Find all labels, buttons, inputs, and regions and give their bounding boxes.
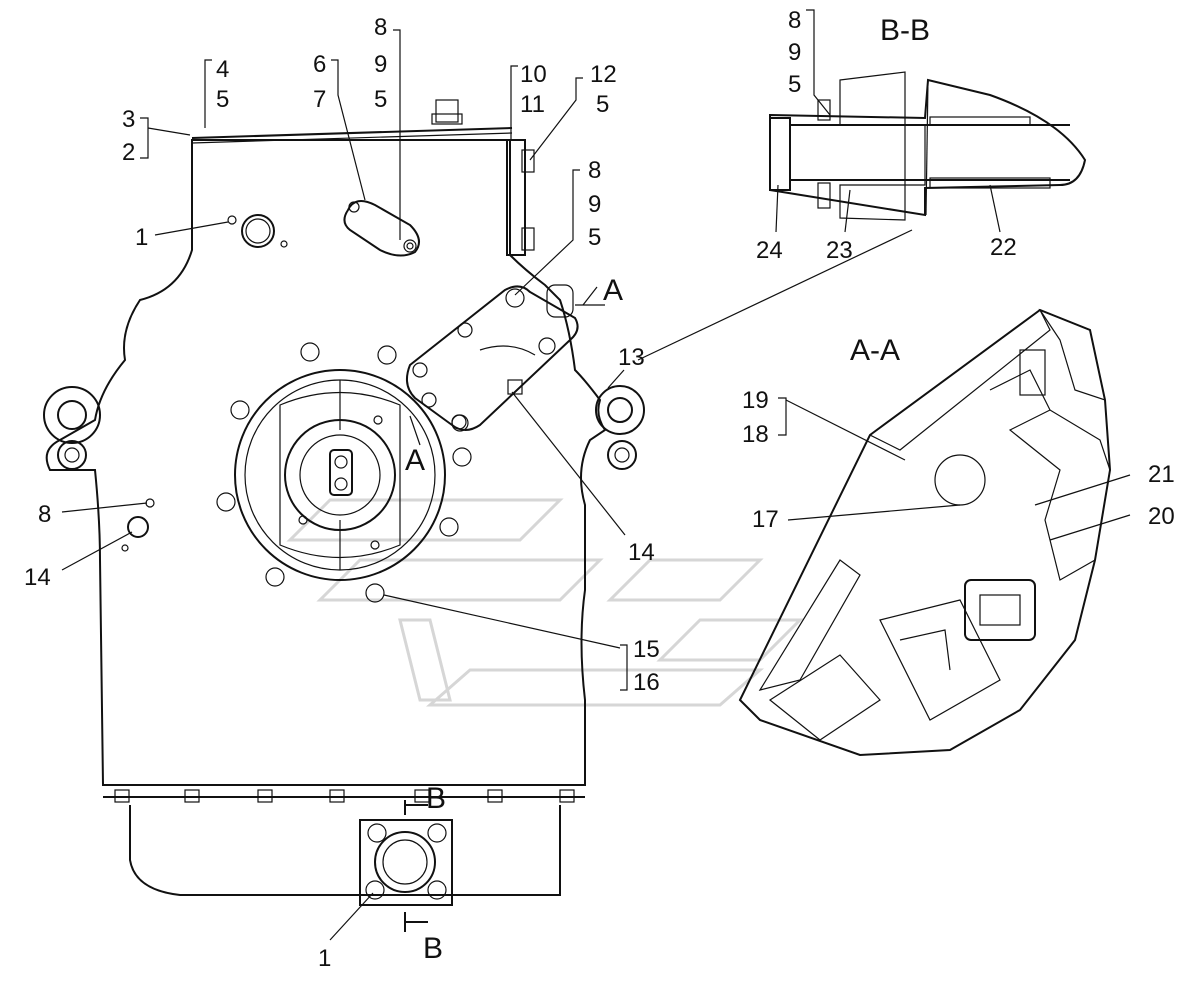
callout-8: 8 [788,7,801,34]
callout-11: 11 [520,91,545,118]
callout-24: 24 [756,237,783,264]
view-mark-a-lower: A [405,444,425,477]
callout-9: 9 [588,191,601,218]
callout-5: 5 [216,86,229,113]
callout-10: 10 [520,61,547,88]
callout-23: 23 [826,237,853,264]
side-flange [506,139,526,256]
section-label-bb: B-B [880,14,930,47]
callout-18: 18 [742,421,769,448]
view-mark-a-upper: A [603,274,623,307]
left-mount-boss [43,386,101,444]
callout-1: 1 [135,224,148,251]
flange-bolts [216,342,472,603]
callout-5: 5 [374,86,387,113]
view-mark-b-upper: B [426,782,446,815]
drain-flange [359,819,453,906]
callout-labels: B-B A-A A A B B 4 5 3 2 6 7 8 9 5 10 11 … [24,7,1175,972]
callout-5: 5 [588,224,601,251]
callout-21: 21 [1148,461,1175,488]
callout-7: 7 [313,86,326,113]
callout-8: 8 [374,14,387,41]
callout-9: 9 [788,39,801,66]
side-plug [127,516,149,538]
right-mount-boss [595,385,645,435]
inspection-cover [343,200,420,257]
callout-15: 15 [633,636,660,663]
bottom-bolts [114,789,575,803]
section-bb [769,71,1087,221]
callout-16: 16 [633,669,660,696]
top-cover-plate [191,127,513,139]
callout-8: 8 [588,157,601,184]
housing-outline [45,139,607,786]
callout-5: 5 [788,71,801,98]
view-mark-b-lower: B [423,932,443,965]
callout-19: 19 [742,387,769,414]
callout-8: 8 [38,501,51,528]
housing-main-view [43,99,645,906]
section-aa [738,308,1112,757]
callout-14: 14 [628,539,655,566]
breather-fitting [435,99,459,123]
callout-13: 13 [618,344,645,371]
callout-5: 5 [596,91,609,118]
callout-3: 3 [122,106,135,133]
oil-sump [129,805,561,896]
valve-body [405,285,579,431]
callout-4: 4 [216,56,229,83]
output-flange [234,369,446,581]
callout-9: 9 [374,51,387,78]
plug-top [241,214,275,248]
watermark-logo [286,498,804,707]
callout-20: 20 [1148,503,1175,530]
callout-17: 17 [752,506,779,533]
callout-6: 6 [313,51,326,78]
callout-14: 14 [24,564,51,591]
callout-2: 2 [122,139,135,166]
leader-lines [61,9,1131,941]
section-label-aa: A-A [850,334,900,367]
callout-12: 12 [590,61,617,88]
callout-1: 1 [318,945,331,972]
callout-22: 22 [990,234,1017,261]
